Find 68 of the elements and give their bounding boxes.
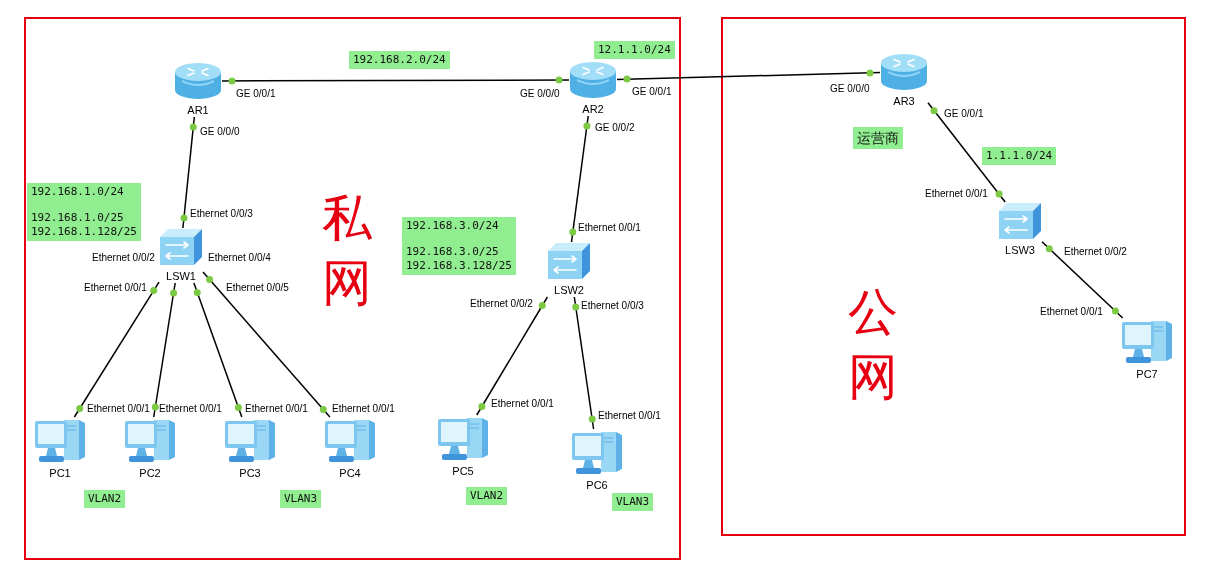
port-label: Ethernet 0/0/1	[332, 403, 395, 415]
port-label: GE 0/0/1	[944, 108, 984, 120]
link-line	[202, 271, 331, 418]
device-name: PC1	[49, 467, 71, 480]
note-line: 192.168.3.0/24	[406, 219, 500, 233]
note-label: 12.1.1.0/24	[594, 41, 675, 59]
port-label: GE 0/0/1	[632, 86, 672, 98]
network-boundary	[24, 17, 681, 560]
device-name: PC3	[239, 467, 261, 480]
link-line	[152, 282, 176, 418]
link-line	[573, 296, 595, 430]
link-line	[221, 79, 570, 82]
port-label: Ethernet 0/0/1	[578, 222, 641, 234]
link-line	[1041, 241, 1124, 319]
note-line: 192.168.3.0/25	[406, 245, 500, 259]
note-panel	[27, 183, 141, 241]
note-label: VLAN2	[84, 490, 126, 508]
port-label: Ethernet 0/0/2	[1064, 246, 1127, 258]
link-line	[616, 71, 881, 81]
port-label: Ethernet 0/0/2	[470, 298, 533, 310]
device-name: PC4	[339, 467, 361, 480]
port-label: GE 0/0/0	[830, 83, 870, 95]
port-label: GE 0/0/0	[200, 126, 240, 138]
network-boundary	[721, 17, 1186, 536]
port-label: Ethernet 0/0/1	[925, 188, 988, 200]
port-label: GE 0/0/1	[236, 88, 276, 100]
region-title: 公网	[848, 283, 898, 407]
note-label: 192.168.2.0/24	[349, 51, 450, 69]
port-label: Ethernet 0/0/1	[159, 403, 222, 415]
link-line	[476, 296, 549, 416]
port-label: GE 0/0/2	[595, 122, 635, 134]
port-label: Ethernet 0/0/4	[208, 252, 271, 264]
port-label: Ethernet 0/0/2	[92, 252, 155, 264]
device-name: LSW3	[1005, 244, 1035, 257]
device-name: AR1	[187, 104, 209, 117]
port-label: Ethernet 0/0/1	[1040, 306, 1103, 318]
link-line	[193, 282, 243, 418]
note-line: 192.168.3.128/25	[406, 259, 512, 273]
device-name: PC7	[1136, 368, 1158, 381]
port-label: Ethernet 0/0/1	[84, 282, 147, 294]
port-label: Ethernet 0/0/1	[245, 403, 308, 415]
note-label: 运营商	[853, 127, 903, 149]
port-label: GE 0/0/0	[520, 88, 560, 100]
link-line	[73, 281, 160, 418]
note-label: 1.1.1.0/24	[982, 147, 1057, 165]
note-panel	[402, 217, 516, 275]
link-line	[182, 116, 196, 229]
device-name: PC6	[586, 479, 608, 492]
port-label: Ethernet 0/0/1	[598, 410, 661, 422]
region-title: 私网	[322, 189, 372, 313]
port-label: Ethernet 0/0/1	[87, 403, 150, 415]
note-line: 192.168.1.0/25	[31, 211, 125, 225]
link-line	[570, 115, 589, 243]
device-name: LSW1	[166, 270, 196, 283]
device-name: AR3	[893, 95, 915, 108]
device-name: AR2	[582, 103, 604, 116]
port-label: Ethernet 0/0/5	[226, 282, 289, 294]
note-label: VLAN3	[612, 493, 654, 511]
note-label: VLAN3	[280, 490, 322, 508]
device-name: LSW2	[554, 284, 584, 297]
note-line: 192.168.1.128/25	[31, 225, 137, 239]
port-label: Ethernet 0/0/3	[190, 208, 253, 220]
port-label: Ethernet 0/0/3	[581, 300, 644, 312]
note-label: VLAN2	[466, 487, 508, 505]
device-name: PC2	[139, 467, 161, 480]
note-line: 192.168.1.0/24	[31, 185, 125, 199]
port-label: Ethernet 0/0/1	[491, 398, 554, 410]
device-name: PC5	[452, 465, 474, 478]
